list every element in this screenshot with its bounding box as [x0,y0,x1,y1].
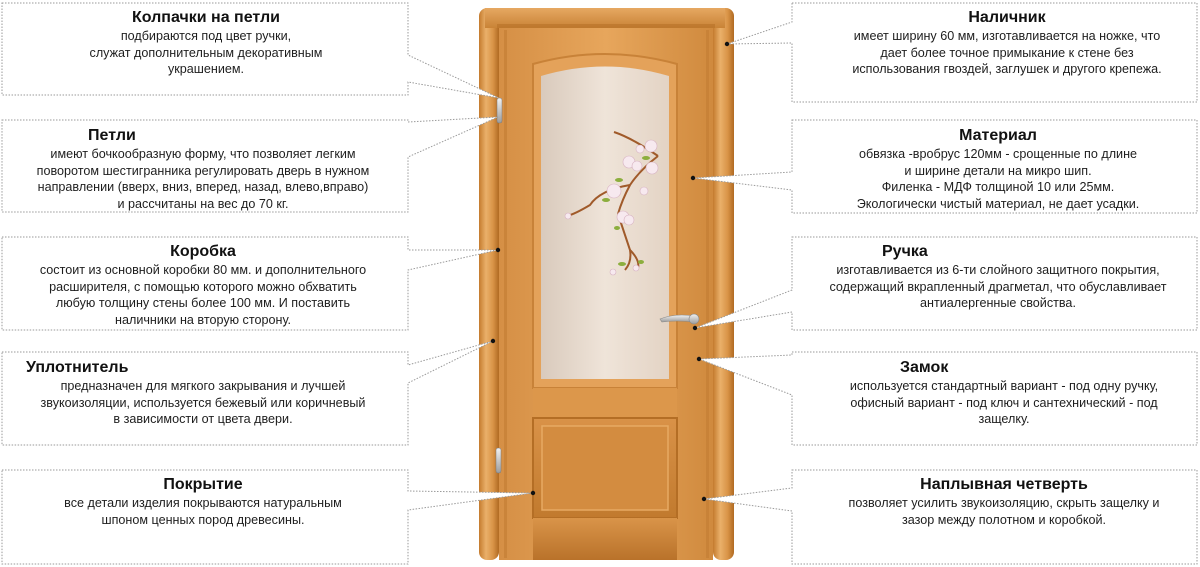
callout-frame-left-2 [1,116,499,213]
callout-line: любую толщину стены более 100 мм. И пост… [55,296,351,311]
callout-line: офисный вариант - под ключ и сантехничес… [850,395,1158,410]
callout-material: Материал обвязка -вробрус 120мм - срощен… [800,126,1196,212]
callout-line: звукоизоляции, используется бежевый или … [40,395,366,410]
callout-line: антиалергенные свойства. [920,296,1076,311]
callout-hinges: Петли имеют бочкообразную форму, что поз… [2,126,404,212]
callout-line: наличники на вторую сторону. [115,312,291,327]
blossom-flowers [564,139,659,276]
pointer-dot-lock [696,356,702,362]
callout-line: изготавливается из 6-ти слойного защитно… [836,263,1160,277]
door-leaf [495,28,713,560]
callout-frame-left-3 [1,236,499,331]
pointer-dot-material [690,175,696,181]
callout-line: дает более точное примыкание к стене без [880,45,1134,60]
callout-handle: Ручка изготавливается из 6-ти слойного з… [796,242,1200,312]
callout-frame-left-4 [1,340,494,446]
callout-line: расширителя, с помощью которого можно об… [49,279,357,294]
callout-line: зазор между полотном и коробкой. [901,512,1107,527]
hinge-top [496,97,503,124]
pointer-dot-seal [490,338,496,344]
callout-title: Петли [88,127,136,144]
callout-line: служат дополнительным декоративным [89,45,323,60]
callout-line: позволяет усилить звукоизоляцию, скрыть … [848,496,1160,510]
door-handle [659,313,700,325]
callout-title: Наплывная четверть [920,476,1088,493]
pointer-dot-casing [724,41,730,47]
callout-line: украшением. [167,62,245,77]
callout-line: шпоном ценных пород древесины. [101,512,305,527]
callout-line: в зависимости от цвета двери. [113,412,293,427]
blossom-leaves [602,156,650,266]
callout-overlap-quarter: Наплывная четверть позволяет усилить зву… [812,475,1196,528]
callout-door-frame: Коробка состоит из основной коробки 80 м… [2,242,404,328]
callout-line: защелку. [978,412,1030,427]
callout-frame-right-2 [692,119,1198,214]
callout-frame-right-5 [703,469,1198,565]
callout-seal: Уплотнитель предназначен для мягкого зак… [2,358,404,428]
callout-coating: Покрытие все детали изделия покрываются … [2,475,404,528]
callout-lock: Замок используется стандартный вариант -… [812,358,1196,428]
pointer-dot-handle [692,325,698,331]
door-casing [479,8,734,560]
callout-casing: Наличник имеет ширину 60 мм, изготавлива… [812,8,1200,78]
callout-title: Коробка [170,243,236,260]
callout-frame-right-4 [698,351,1198,446]
callout-frame-right-3 [694,236,1198,331]
callout-frame-left-1 [1,2,500,99]
pointer-dot-overlap-quarter [701,496,707,502]
callout-line: направлении (вверх, вниз, вперед, назад,… [37,180,369,195]
hinge-bottom [495,447,502,474]
callout-line: имеют бочкообразную форму, что позволяет… [50,147,356,161]
callout-line: предназначен для мягкого закрывания и лу… [60,379,346,393]
callout-hinge-caps: Колпачки на петли подбираются под цвет р… [4,8,408,78]
glass-pane [541,66,669,379]
callout-title: Покрытие [163,476,243,493]
callout-line: Филенка - МДФ толщиной 10 или 25мм. [881,180,1115,195]
callout-title: Наличник [968,9,1046,26]
pointer-dots [490,41,730,502]
callout-line: обвязка -вробрус 120мм - срощенные по дл… [858,147,1138,161]
callout-line: поворотом шестигранника регулировать две… [36,163,370,178]
pointer-dot-coating [530,490,536,496]
callout-line: Экологически чистый материал, не дает ус… [856,196,1140,211]
callout-title: Колпачки на петли [131,9,281,26]
callout-line: состоит из основной коробки 80 мм. и доп… [39,263,367,277]
callout-line: имеет ширину 60 мм, изготавливается на н… [853,29,1161,43]
callout-title: Ручка [882,243,928,260]
callout-line: содержащий вкрапленный драгметал, что об… [829,279,1167,294]
callout-title: Замок [900,359,949,376]
pointer-dot-frame [495,247,501,253]
callout-line: все детали изделия покрываются натуральн… [64,496,342,510]
callout-title: Материал [959,127,1037,144]
callout-frame-left-5 [1,469,534,565]
callout-title: Уплотнитель [26,359,129,376]
callout-line: использования гвоздей, заглушек и другог… [852,62,1162,77]
callout-line: подбираются под цвет ручки, [120,29,292,43]
callout-frame-right-1 [726,2,1198,103]
callout-line: и ширине детали на микро шип. [904,163,1092,178]
callout-line: и рассчитаны на вес до 70 кг. [117,196,289,211]
callout-line: используется стандартный вариант - под о… [849,379,1159,393]
